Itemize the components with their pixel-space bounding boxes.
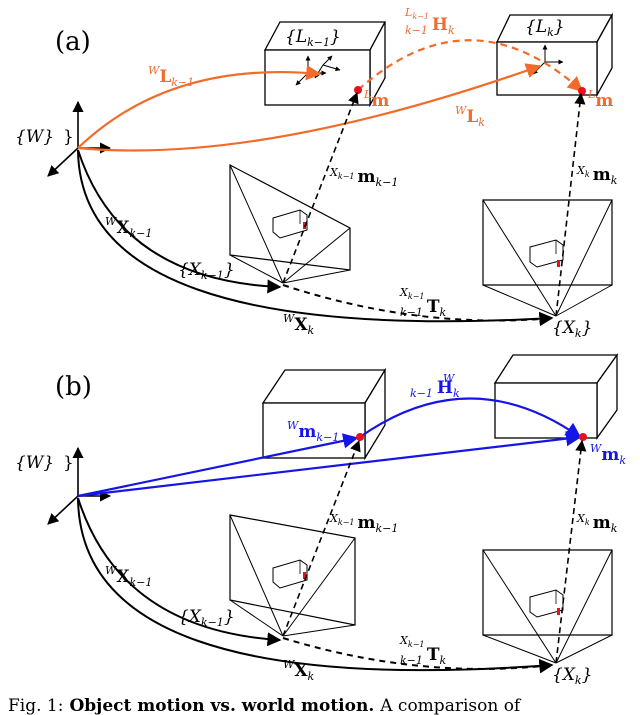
point-cur-b <box>579 433 587 441</box>
panel-b: (b) {W} } Wmk−1 Wmk W <box>15 352 626 687</box>
panel-a-label: (a) <box>55 27 91 57</box>
camera-frustum-cur-b <box>482 549 613 664</box>
odometry-curve-b <box>282 637 554 674</box>
world-frame-a: {W} } <box>15 100 112 177</box>
landmark-point-cur-a <box>578 87 586 95</box>
point-cur-line-b <box>77 430 582 498</box>
point-cur-label-b: Wmk <box>590 442 626 467</box>
pose-prev-curve-a <box>77 65 322 149</box>
object-motion-curve-a <box>357 39 584 93</box>
landmark-label-cur-a: Lm <box>587 88 613 111</box>
pose-cur-curve-a <box>77 63 542 152</box>
pose-cur-label-a: WLk <box>455 104 485 129</box>
camera-frustum-prev-a <box>229 164 351 284</box>
measurement-line-cur-b <box>555 439 587 664</box>
odometry-label-b: Xk−1 <box>399 634 424 649</box>
odometry-curve-a <box>282 284 554 327</box>
camera-pose-prev-label-a: WXk−1 <box>105 215 152 240</box>
svg-text:}: } <box>63 127 74 147</box>
figure-caption: Fig. 1:Object motion vs. world motion.A … <box>8 696 522 715</box>
panel-b-label: (b) <box>55 372 92 402</box>
camera-pose-cur-label-a: WXk <box>283 312 315 337</box>
camera-pose-cur-curve-b <box>77 497 554 673</box>
measurement-line-prev-a <box>282 91 359 284</box>
point-prev-b <box>356 433 364 441</box>
odometry-label-a: Xk−1 <box>399 286 424 301</box>
object-frame-cur-label-a: {Lk} <box>525 17 565 39</box>
pose-prev-label-a: WLk−1 <box>148 64 194 89</box>
object-box-prev-b <box>261 367 387 461</box>
world-frame-label-a: {W} <box>15 127 54 147</box>
object-motion-curve-b <box>359 397 582 438</box>
camera-frame-prev-label-b: {Xk−1} <box>178 607 235 629</box>
camera-frame-prev-label-a: {Xk−1} <box>178 260 235 282</box>
object-motion-label-a: Lk−1 <box>404 6 429 21</box>
point-prev-line-b <box>77 433 359 498</box>
object-motion-label-b: W <box>443 372 456 385</box>
object-box-cur-a <box>495 12 614 98</box>
landmark-point-prev-a <box>354 86 362 94</box>
point-prev-label-b: Wmk−1 <box>287 419 339 444</box>
camera-pose-prev-curve-b <box>77 497 282 647</box>
world-frame-b: {W} } <box>15 446 112 525</box>
camera-frustum-prev-b <box>229 514 356 637</box>
panel-a: (a) {W} } {Lk−1} <box>15 6 618 340</box>
measurement-line-cur-a <box>555 92 586 317</box>
svg-text:}: } <box>63 453 74 473</box>
world-frame-label-b: {W} <box>15 453 54 473</box>
camera-pose-cur-label-b: WXk <box>283 658 315 683</box>
object-box-cur-b <box>493 352 619 441</box>
measurement-line-prev-b <box>282 439 361 637</box>
camera-pose-cur-curve-a <box>77 149 554 326</box>
object-frame-prev-label-a: {Lk−1} <box>285 27 341 49</box>
camera-frame-cur-label-a: {Xk} <box>552 318 592 340</box>
camera-frustum-cur-a <box>482 199 613 317</box>
landmark-label-prev-a: Lm <box>363 88 389 111</box>
camera-pose-prev-label-b: WXk−1 <box>105 564 152 589</box>
camera-pose-prev-curve-a <box>77 149 282 294</box>
camera-frame-cur-label-b: {Xk} <box>552 665 592 687</box>
